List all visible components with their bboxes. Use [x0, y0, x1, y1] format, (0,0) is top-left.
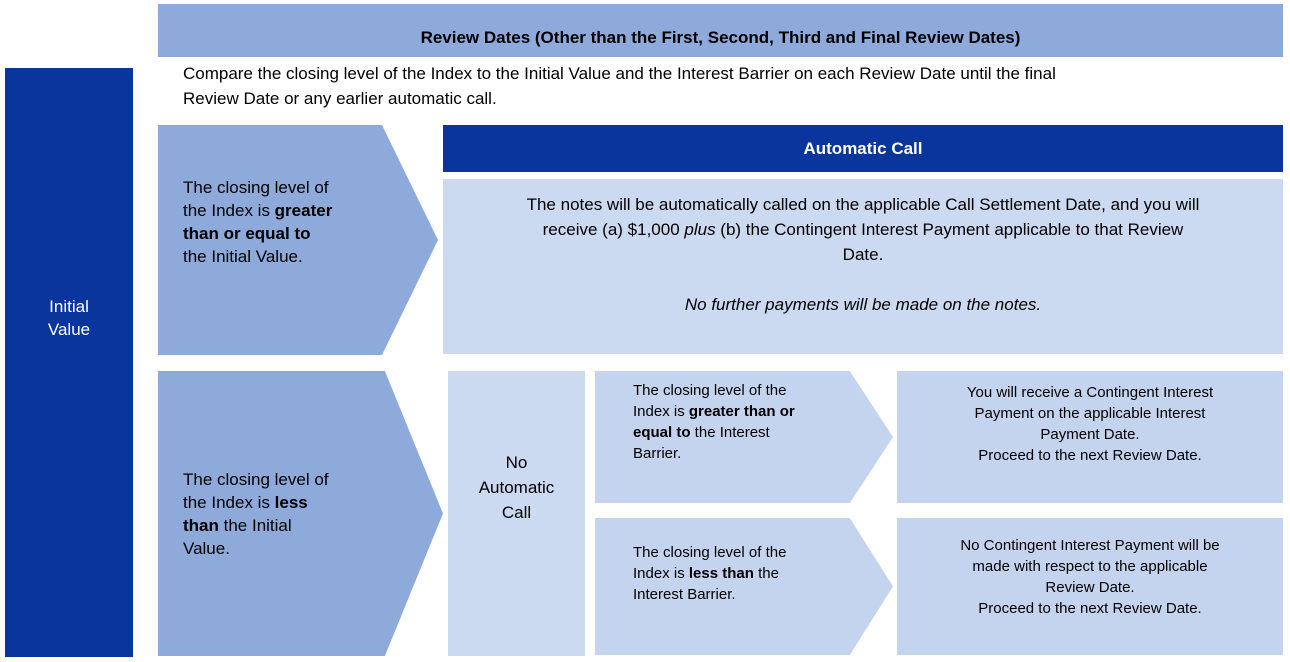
diagram-title-bar: Review Dates (Other than the First, Seco… [158, 4, 1283, 57]
condition-below-barrier-text: The closing level of the Index is less t… [633, 544, 787, 603]
initial-value-label: Initial Value [47, 296, 91, 339]
automatic-call-title: Automatic Call [803, 138, 923, 158]
intro-text: Compare the closing level of the Index t… [183, 64, 1056, 108]
condition-arrow-below-barrier: The closing level of the Index is less t… [595, 518, 893, 655]
condition-arrow-below-initial: The closing level of the Index is less t… [158, 371, 443, 656]
diagram-title: Review Dates (Other than the First, Seco… [420, 27, 1021, 47]
automatic-call-body: The notes will be automatically called o… [443, 179, 1283, 354]
no-automatic-call-label: No Automatic Call [478, 453, 555, 522]
initial-value-rail: Initial Value [5, 68, 133, 657]
automatic-call-note: No further payments will be made on the … [684, 295, 1042, 314]
condition-arrow-at-or-above-initial: The closing level of the Index is greate… [158, 125, 438, 355]
condition-at-or-above-barrier-text: The closing level of the Index is greate… [633, 382, 795, 462]
automatic-call-header: Automatic Call [443, 125, 1283, 172]
outcome-no-contingent-interest: No Contingent Interest Payment will be m… [897, 518, 1283, 655]
condition-arrow-at-or-above-barrier: The closing level of the Index is greate… [595, 371, 893, 503]
condition-below-initial-text: The closing level of the Index is less t… [183, 469, 329, 558]
outcome-contingent-interest-paid: You will receive a Contingent Interest P… [897, 371, 1283, 503]
automatic-call-description: The notes will be automatically called o… [526, 195, 1200, 264]
condition-at-or-above-initial-text: The closing level of the Index is greate… [183, 178, 333, 266]
no-automatic-call-box: No Automatic Call [448, 371, 585, 656]
